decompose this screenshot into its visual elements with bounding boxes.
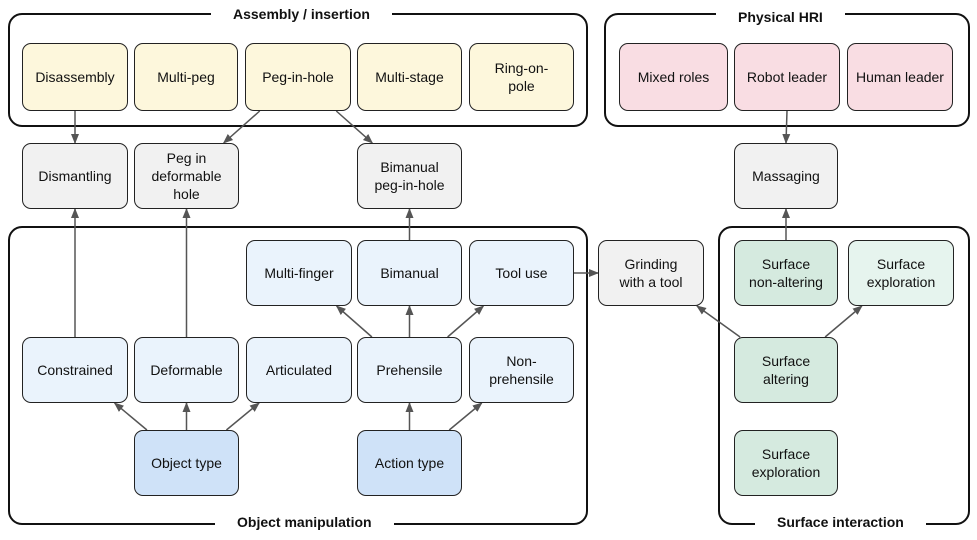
node-non-prehensile: Non- prehensile: [469, 337, 574, 403]
node-mixed-roles: Mixed roles: [619, 43, 728, 111]
node-surface-non-altering: Surface non-altering: [734, 240, 838, 306]
node-tool-use: Tool use: [469, 240, 574, 306]
node-multi-peg: Multi-peg: [134, 43, 238, 111]
group-surface-interaction-label: Surface interaction: [755, 514, 926, 530]
node-surface-exploration-lower: Surface exploration: [734, 430, 838, 496]
node-multi-stage: Multi-stage: [357, 43, 462, 111]
node-object-type: Object type: [134, 430, 239, 496]
node-disassembly: Disassembly: [22, 43, 128, 111]
group-assembly-label: Assembly / insertion: [211, 6, 392, 22]
node-robot-leader: Robot leader: [734, 43, 840, 111]
node-surface-altering: Surface altering: [734, 337, 838, 403]
edge-action_type-to-non_prehensile: [448, 402, 483, 431]
node-action-type: Action type: [357, 430, 462, 496]
node-peg-in-hole: Peg-in-hole: [245, 43, 351, 111]
edge-surface_altering-to-surface_exploration_top: [824, 305, 863, 338]
node-peg-in-deformable-hole: Peg in deformable hole: [134, 143, 239, 209]
node-massaging: Massaging: [734, 143, 838, 209]
edge-peg_in_hole-to-peg_deformable: [222, 110, 261, 144]
node-constrained: Constrained: [22, 337, 128, 403]
node-multi-finger: Multi-finger: [246, 240, 352, 306]
node-dismantling: Dismantling: [22, 143, 128, 209]
node-prehensile: Prehensile: [357, 337, 462, 403]
edge-robot_leader-to-massaging: [782, 110, 791, 144]
node-human-leader: Human leader: [847, 43, 953, 111]
node-grinding-with-a-tool: Grinding with a tool: [598, 240, 704, 306]
node-bimanual: Bimanual: [357, 240, 462, 306]
node-surface-exploration-upper: Surface exploration: [848, 240, 954, 306]
node-deformable: Deformable: [134, 337, 239, 403]
node-ring-on-pole: Ring-on- pole: [469, 43, 574, 111]
edge-object_type-to-articulated: [225, 402, 260, 431]
edge-peg_in_hole-to-bimanual_peg: [335, 110, 374, 144]
edge-object_type-to-constrained: [113, 402, 148, 431]
node-bimanual-peg-in-hole: Bimanual peg-in-hole: [357, 143, 462, 209]
group-physical-hri-label: Physical HRI: [716, 9, 845, 25]
edge-surface_altering-to-grinding: [696, 305, 741, 338]
edge-prehensile-to-multi_finger: [335, 305, 373, 338]
edge-prehensile-to-tool_use: [447, 305, 485, 338]
node-articulated: Articulated: [246, 337, 352, 403]
group-object-manipulation-label: Object manipulation: [215, 514, 394, 530]
